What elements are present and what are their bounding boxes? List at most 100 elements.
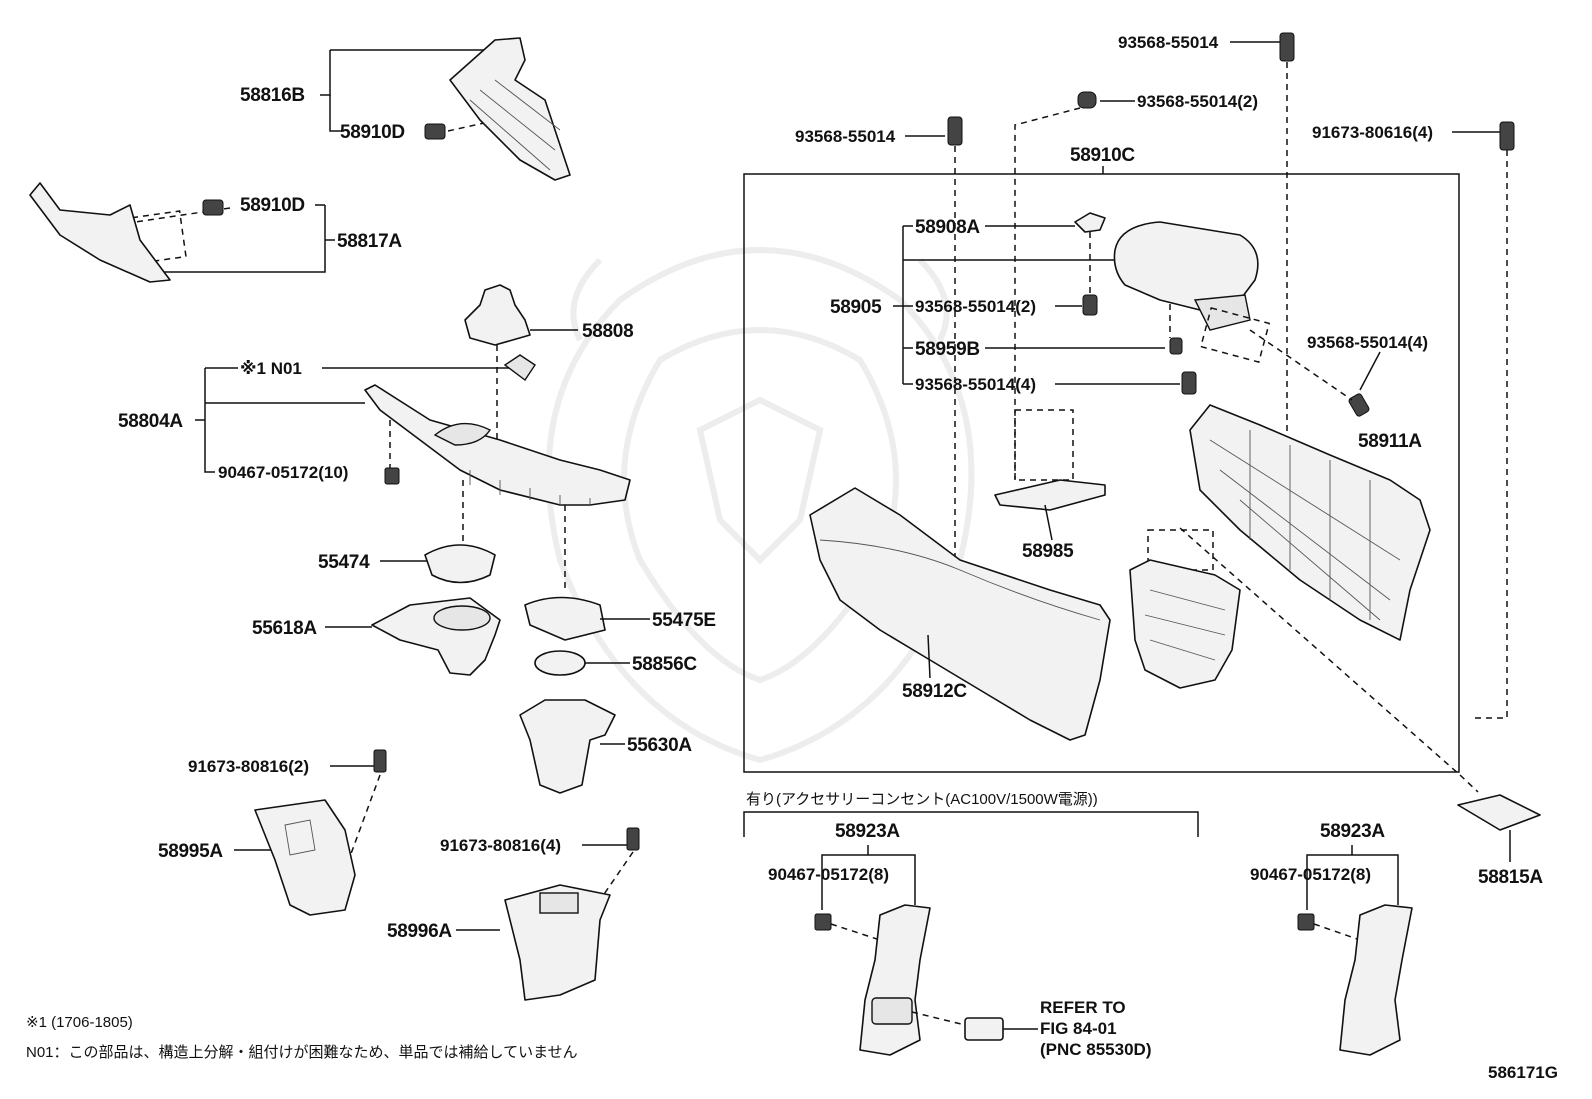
label-58804A: 58804A	[118, 411, 183, 432]
label-55618A: 55618A	[252, 618, 317, 639]
group-bolt-right	[1249, 329, 1381, 417]
part-58995A-shape	[254, 799, 356, 916]
part-58808-shape	[464, 284, 531, 346]
group-55474	[380, 544, 496, 584]
part-55475E-shape	[524, 596, 606, 641]
label-58910D-1: 58910D	[340, 122, 405, 143]
label-58817A: 58817A	[337, 231, 402, 252]
bolt-93568-top	[1279, 32, 1295, 62]
group-top-bolts	[905, 32, 1515, 719]
group-58923A-right	[1297, 845, 1413, 1056]
label-58815A: 58815A	[1478, 867, 1543, 888]
bolt-91673-80816-4	[626, 827, 640, 851]
label-58985: 58985	[1022, 541, 1074, 562]
label-refer-1: REFER TO	[1040, 998, 1126, 1017]
part-58817A-shape	[29, 182, 171, 283]
part-58816B-shape	[449, 37, 571, 181]
bolt-93568-4b	[1348, 393, 1370, 417]
bolt-91673-80616	[1499, 121, 1515, 151]
label-93568-2a: 93568-55014(2)	[1137, 92, 1258, 111]
label-58808: 58808	[582, 321, 633, 342]
part-55630A-shape	[519, 699, 616, 794]
part-58908A-shape	[1074, 212, 1106, 233]
clip-90467-8b	[1297, 913, 1315, 931]
option-section	[743, 811, 1199, 837]
label-90467-8b: 90467-05172(8)	[1250, 865, 1371, 884]
watermark-emblem	[545, 247, 975, 764]
group-58816B	[320, 37, 571, 181]
clip-58959B	[1169, 337, 1183, 355]
label-93568-4a: 93568-55014(4)	[915, 375, 1036, 394]
group-58911A	[1189, 404, 1431, 641]
group-58804A	[195, 354, 631, 590]
part-58996A-shape	[504, 884, 611, 1001]
label-91673-80816-2: 91673-80816(2)	[188, 757, 309, 776]
figure-id: 586171G	[1488, 1063, 1558, 1082]
label-55630A: 55630A	[627, 735, 692, 756]
part-outlet-85530D	[964, 1017, 1004, 1041]
group-58995A	[234, 749, 387, 916]
group-58808	[464, 284, 578, 450]
group-55630A	[519, 699, 625, 794]
label-93568-4b: 93568-55014(4)	[1307, 333, 1428, 352]
part-58923A-right-shape	[1339, 904, 1413, 1056]
part-58815A-shape	[1457, 794, 1541, 831]
clip-90467-05172	[384, 467, 400, 485]
label-55475E: 55475E	[652, 610, 716, 631]
footnote-range: ※1 (1706-1805)	[26, 1014, 133, 1031]
label-58908A: 58908A	[915, 217, 980, 238]
label-58923A-1: 58923A	[835, 821, 900, 842]
label-58910C: 58910C	[1070, 145, 1135, 166]
clip-58910D-1	[424, 123, 446, 140]
part-55474-shape	[424, 544, 496, 584]
group-58815A	[1457, 794, 1541, 862]
group-58985	[994, 409, 1106, 541]
label-93568-left: 93568-55014	[795, 127, 896, 146]
group-55475E	[524, 596, 650, 641]
label-58911A: 58911A	[1358, 431, 1422, 452]
label-90467-8a: 90467-05172(8)	[768, 865, 889, 884]
group-58817A	[29, 182, 335, 283]
part-58856C-shape	[534, 650, 586, 676]
label-58910D-2: 58910D	[240, 195, 305, 216]
group-58912C	[809, 487, 1111, 741]
labels: 58816B 58910D 58910D 58817A 58808 ※1 N01…	[26, 33, 1558, 1082]
group-55618A	[325, 597, 501, 676]
group-58905	[893, 212, 1197, 395]
footnote-n01: N01：この部品は、構造上分解・組付けが困難なため、単品では補給していません	[26, 1044, 578, 1061]
label-58905: 58905	[830, 297, 882, 318]
label-option-note: 有り(アクセサリーコンセント(AC100V/1500W電源))	[746, 791, 1098, 808]
bolt-93568-2b	[1082, 294, 1098, 316]
label-55474: 55474	[318, 552, 370, 573]
label-58856C: 58856C	[632, 654, 697, 675]
label-n01: ※1 N01	[240, 359, 302, 378]
label-refer-2: FIG 84-01	[1040, 1019, 1117, 1038]
part-58923A-left-shape	[859, 904, 931, 1056]
label-93568-top: 93568-55014	[1118, 33, 1219, 52]
label-58959B: 58959B	[915, 339, 980, 360]
frame-58910C	[743, 166, 1460, 773]
label-58923A-2: 58923A	[1320, 821, 1385, 842]
label-90467-05172-10: 90467-05172(10)	[218, 463, 348, 482]
group-58923A-left	[814, 845, 1038, 1056]
label-refer-3: (PNC 85530D)	[1040, 1040, 1152, 1059]
group-58856C	[534, 650, 630, 676]
group-58996A	[456, 827, 640, 1001]
label-91673-80616: 91673-80616(4)	[1312, 123, 1433, 142]
label-93568-2b: 93568-55014(2)	[915, 297, 1036, 316]
bolt-91673-80816-2	[373, 749, 387, 773]
label-58996A: 58996A	[387, 921, 452, 942]
label-91673-80816-4: 91673-80816(4)	[440, 836, 561, 855]
bolt-93568-2a	[1077, 91, 1097, 109]
bolt-93568-left	[947, 116, 963, 146]
label-58995A: 58995A	[158, 841, 223, 862]
label-58912C: 58912C	[902, 681, 967, 702]
part-58985-shape	[994, 479, 1106, 511]
clip-58910D-2	[202, 199, 224, 216]
clip-90467-8a	[814, 913, 832, 931]
part-armrest-lid	[1113, 221, 1271, 364]
part-58912C-shape	[809, 487, 1111, 741]
bolt-93568-4a	[1181, 371, 1197, 395]
part-storage-box	[1129, 527, 1479, 793]
